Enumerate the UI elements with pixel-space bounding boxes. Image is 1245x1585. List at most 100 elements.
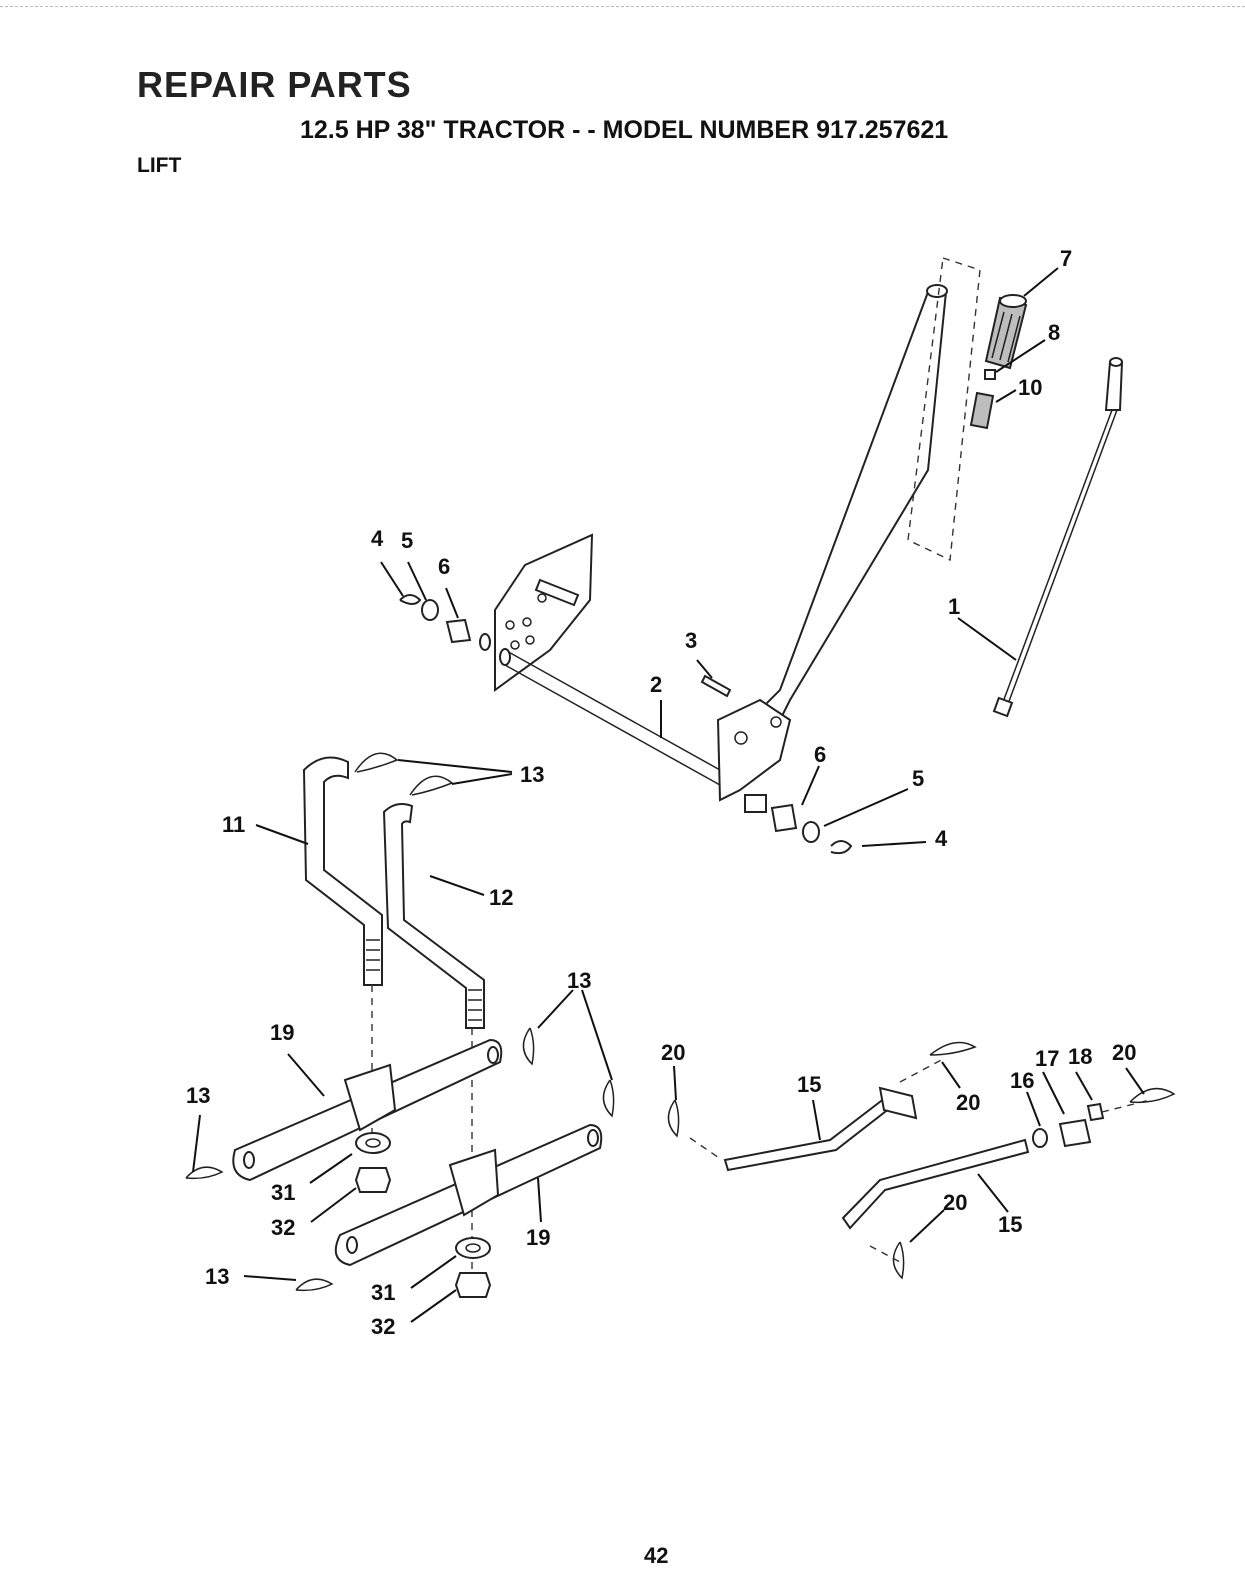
leader-20d	[910, 1210, 944, 1242]
grip-nut	[985, 370, 995, 379]
leader-20b	[942, 1062, 960, 1088]
callout-8: 8	[1048, 320, 1060, 345]
callout-18: 18	[1068, 1044, 1092, 1069]
leader-10	[996, 390, 1016, 402]
lift-handle	[718, 285, 947, 800]
leader-13b-1	[538, 990, 573, 1028]
callout-32: 32	[371, 1314, 395, 1339]
leader-19b	[538, 1178, 541, 1222]
callout-19: 19	[526, 1225, 550, 1250]
leader-31a	[310, 1154, 352, 1183]
screw-18	[1088, 1104, 1103, 1120]
callout-5: 5	[401, 528, 413, 553]
leader-32b	[411, 1290, 456, 1322]
leader-7	[1024, 268, 1058, 296]
hairpin-clip-4	[400, 595, 420, 604]
hairpin-clip-20c	[1130, 1089, 1174, 1103]
callout-16: 16	[1010, 1068, 1034, 1093]
callout-12: 12	[489, 885, 513, 910]
grip-insert	[971, 393, 993, 428]
callout-3: 3	[685, 628, 697, 653]
callout-1: 1	[948, 594, 960, 619]
hairpin-clip-20b	[930, 1043, 975, 1056]
hairpin-clip-13c	[523, 1028, 533, 1064]
callout-6: 6	[814, 742, 826, 767]
leader-6a	[446, 588, 458, 618]
hairpin-clip-4-right	[831, 841, 851, 853]
callout-4: 4	[935, 826, 948, 851]
hairpin-clip-13f	[296, 1279, 332, 1290]
callout-31: 31	[271, 1180, 295, 1205]
callout-13: 13	[567, 968, 591, 993]
leader-13a-2	[452, 774, 512, 784]
lift-arm-19-upper	[233, 1040, 501, 1180]
hairpin-clip-13e	[186, 1167, 222, 1178]
leader-11	[256, 825, 308, 844]
callout-20: 20	[943, 1190, 967, 1215]
callout-15: 15	[797, 1072, 821, 1097]
callout-11: 11	[222, 812, 245, 837]
leader-13b-2	[582, 990, 612, 1080]
callout-10: 10	[1018, 375, 1042, 400]
callout-20: 20	[956, 1090, 980, 1115]
nut-32b	[456, 1273, 490, 1297]
hairpin-clip-13b	[410, 776, 452, 795]
pin-3	[702, 676, 730, 696]
callout-32: 32	[271, 1215, 295, 1240]
leader-17	[1043, 1072, 1064, 1114]
leader-4a	[381, 562, 403, 596]
callout-5: 5	[912, 766, 924, 791]
callout-6: 6	[438, 554, 450, 579]
lift-rod	[994, 358, 1122, 716]
callout-20: 20	[661, 1040, 685, 1065]
leader-15b	[978, 1174, 1008, 1212]
bushing-6	[447, 620, 470, 642]
leader-13d	[244, 1276, 296, 1280]
ferrule-17	[1060, 1120, 1090, 1146]
washer-5-right	[803, 822, 819, 842]
hairpin-clip-13d	[603, 1080, 613, 1116]
leader-6b	[802, 766, 819, 805]
leader-16	[1027, 1092, 1040, 1126]
leader-1	[958, 618, 1016, 660]
bushing-31b	[456, 1238, 490, 1258]
lift-link-rod-15a	[725, 1088, 916, 1170]
leader-20a	[674, 1066, 676, 1100]
callout-15: 15	[998, 1212, 1022, 1237]
leader-18	[1076, 1072, 1092, 1100]
leader-12	[430, 876, 484, 895]
shaft-end	[480, 634, 490, 650]
leader-4b	[862, 842, 926, 846]
leader-19a	[288, 1054, 324, 1096]
leader-32a	[311, 1188, 356, 1222]
callout-13: 13	[520, 762, 544, 787]
hairpin-clip-13a	[355, 753, 397, 772]
leader-15a	[813, 1100, 820, 1140]
leader-20c	[1126, 1068, 1144, 1094]
callout-17: 17	[1035, 1046, 1059, 1071]
leader-5b	[824, 789, 908, 826]
leader-13a-1	[398, 760, 512, 772]
callout-31: 31	[371, 1280, 395, 1305]
callout-2: 2	[650, 672, 662, 697]
nut-32a	[356, 1168, 390, 1192]
bushing-31a	[356, 1133, 390, 1153]
callout-4: 4	[371, 526, 384, 551]
lift-link-12	[384, 804, 484, 1028]
callout-13: 13	[186, 1083, 210, 1108]
callout-7: 7	[1060, 246, 1072, 271]
washer-16	[1033, 1129, 1047, 1147]
hairpin-clip-20a	[668, 1100, 678, 1136]
callout-19: 19	[270, 1020, 294, 1045]
lift-link-11	[304, 758, 382, 986]
leader-13c	[193, 1115, 200, 1172]
bushing-6-right	[772, 805, 796, 831]
washer-5	[422, 600, 438, 620]
callout-20: 20	[1112, 1040, 1136, 1065]
dash-15a	[690, 1138, 722, 1160]
leader-31b	[411, 1256, 456, 1288]
page-number: 42	[644, 1543, 668, 1569]
callout-13: 13	[205, 1264, 229, 1289]
dash-15a-top	[900, 1058, 945, 1082]
